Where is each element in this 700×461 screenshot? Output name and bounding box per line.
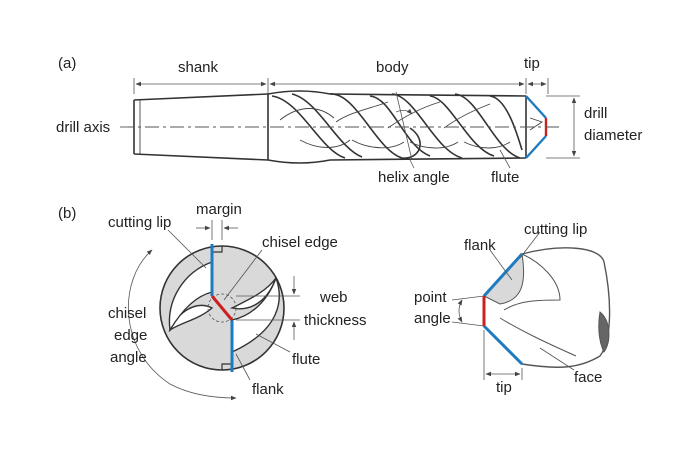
cutting-lip-label: cutting lip xyxy=(108,214,171,231)
tip-label: tip xyxy=(524,55,540,72)
drill-diameter-dimension xyxy=(546,95,580,159)
panel-a-tag: (a) xyxy=(58,55,76,72)
flute-b-label: flute xyxy=(292,351,320,368)
drill-axis-label: drill axis xyxy=(56,119,110,136)
chisel-edge-label: chisel edge xyxy=(262,234,338,251)
point-label: point xyxy=(414,289,447,306)
drill-label: drill xyxy=(584,105,607,122)
web-thickness-dimension xyxy=(236,276,300,340)
body-dimension xyxy=(269,78,527,94)
margin-label: margin xyxy=(196,201,242,218)
face-label: face xyxy=(574,369,602,386)
flank-label: flank xyxy=(252,381,284,398)
flute-label: flute xyxy=(491,169,519,186)
helix-angle-marker xyxy=(395,91,415,169)
thickness-label: thickness xyxy=(304,312,367,329)
chisel-edge-leader xyxy=(223,249,263,301)
tip-cutting-lip-upper xyxy=(525,95,547,119)
cutting-lip-right-leader xyxy=(519,231,541,259)
drill-shank xyxy=(133,93,269,161)
flank-right-leader xyxy=(489,249,513,281)
chisel-edge-angle-arc-upper xyxy=(128,249,171,385)
chisel-edge-angle-arc-lower xyxy=(169,383,237,401)
margin-dimension xyxy=(196,220,238,240)
side-cutting-lip-upper xyxy=(482,252,524,298)
side-cutting-lip-lower xyxy=(482,324,524,366)
flute-b-leader xyxy=(255,333,291,353)
diameter-label: diameter xyxy=(584,127,642,144)
chisel-label: chisel xyxy=(108,305,146,322)
tip-cutting-lip-lower xyxy=(525,135,547,159)
cutting-lip-leader xyxy=(167,229,207,269)
body-label: body xyxy=(376,59,409,76)
shank-label: shank xyxy=(178,59,219,76)
point-angle-label: angle xyxy=(414,310,451,327)
helix-angle-label: helix angle xyxy=(378,169,450,186)
tip-dimension xyxy=(527,78,549,94)
edge-label: edge xyxy=(114,327,147,344)
cutting-lip-right-label: cutting lip xyxy=(524,221,587,238)
point-angle-marker xyxy=(451,295,485,327)
flute-leader xyxy=(499,149,511,169)
tip-b-label: tip xyxy=(496,379,512,396)
tip-b-dimension xyxy=(483,330,523,380)
face-leader xyxy=(539,347,575,371)
web-label: web xyxy=(319,289,348,306)
shank-dimension xyxy=(133,78,269,94)
flank-leader xyxy=(235,353,251,381)
drill-tip-side-view xyxy=(482,247,611,368)
flank-right-label: flank xyxy=(464,237,496,254)
drill-cross-section xyxy=(159,244,285,372)
chisel-edge-line xyxy=(210,295,234,321)
angle-label: angle xyxy=(110,349,147,366)
panel-b-tag: (b) xyxy=(58,205,76,222)
